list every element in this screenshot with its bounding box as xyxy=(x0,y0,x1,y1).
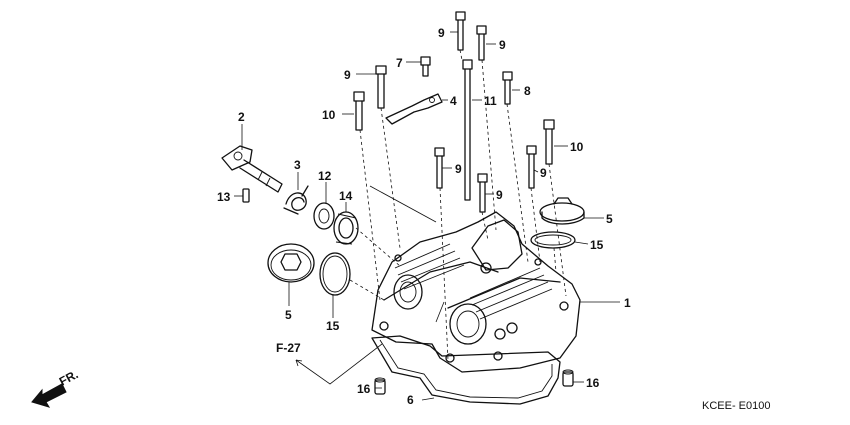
callout-11: 11 xyxy=(484,94,497,108)
leader-lines xyxy=(234,31,620,401)
inspection-cap-left xyxy=(267,243,315,283)
callout-labels: 9 9 9 7 8 4 11 10 10 9 9 9 2 3 12 14 13 … xyxy=(217,26,631,407)
callout-4: 4 xyxy=(450,94,457,108)
callout-9-d: 9 xyxy=(455,162,462,176)
bolt-9-left xyxy=(375,65,387,109)
callout-10-b: 10 xyxy=(570,140,584,154)
bolt-9-top-b xyxy=(476,25,487,61)
arrow-left-icon xyxy=(31,383,67,408)
inspection-cap-right xyxy=(539,197,585,225)
callout-5-b: 5 xyxy=(285,308,292,322)
bolt-9-top-a xyxy=(455,11,466,51)
o-ring-right xyxy=(530,231,576,249)
callout-12: 12 xyxy=(318,169,332,183)
assembly-guide-lines xyxy=(349,49,567,361)
return-spring xyxy=(283,185,309,215)
callout-15-b: 15 xyxy=(326,319,340,333)
bolt-8 xyxy=(502,71,513,105)
figure-reference: F-27 xyxy=(276,341,383,385)
pin xyxy=(242,188,250,203)
oil-seal xyxy=(333,211,359,245)
callout-7: 7 xyxy=(396,56,403,70)
head-cover xyxy=(371,211,581,373)
front-direction-arrow: FR. xyxy=(31,367,80,408)
bolt-9-mid-a xyxy=(434,147,445,189)
figure-reference-label: F-27 xyxy=(276,341,301,355)
diagram-code: KCEE- E0100 xyxy=(702,400,770,412)
callout-3: 3 xyxy=(294,158,301,172)
callout-16-b: 16 xyxy=(586,376,600,390)
dowel-pin-right xyxy=(562,369,574,387)
callout-16-a: 16 xyxy=(357,382,371,396)
bolt-7 xyxy=(420,56,431,77)
bolt-10-right xyxy=(543,119,555,165)
callout-9-a: 9 xyxy=(438,26,445,40)
bolt-10-left xyxy=(353,91,365,131)
washer xyxy=(313,202,335,230)
callout-5-a: 5 xyxy=(606,212,613,226)
dowel-pin-left xyxy=(374,377,386,395)
decomp-shaft xyxy=(221,145,283,193)
callout-9-f: 9 xyxy=(540,166,547,180)
callout-6: 6 xyxy=(407,393,414,407)
callout-9-b: 9 xyxy=(499,38,506,52)
head-gasket xyxy=(371,335,561,405)
cable-guide xyxy=(385,93,443,125)
callout-8: 8 xyxy=(524,84,531,98)
o-ring-left xyxy=(319,252,351,296)
callout-15-a: 15 xyxy=(590,238,604,252)
callout-10-a: 10 xyxy=(322,108,336,122)
callout-2: 2 xyxy=(238,110,245,124)
bolt-9-mid-b xyxy=(477,173,488,213)
callout-9-c: 9 xyxy=(344,68,351,82)
stud-11 xyxy=(462,59,473,201)
callout-9-e: 9 xyxy=(496,188,503,202)
callout-14: 14 xyxy=(339,189,353,203)
bolt-9-right xyxy=(526,145,537,189)
callout-13: 13 xyxy=(217,190,231,204)
callout-1: 1 xyxy=(624,296,631,310)
